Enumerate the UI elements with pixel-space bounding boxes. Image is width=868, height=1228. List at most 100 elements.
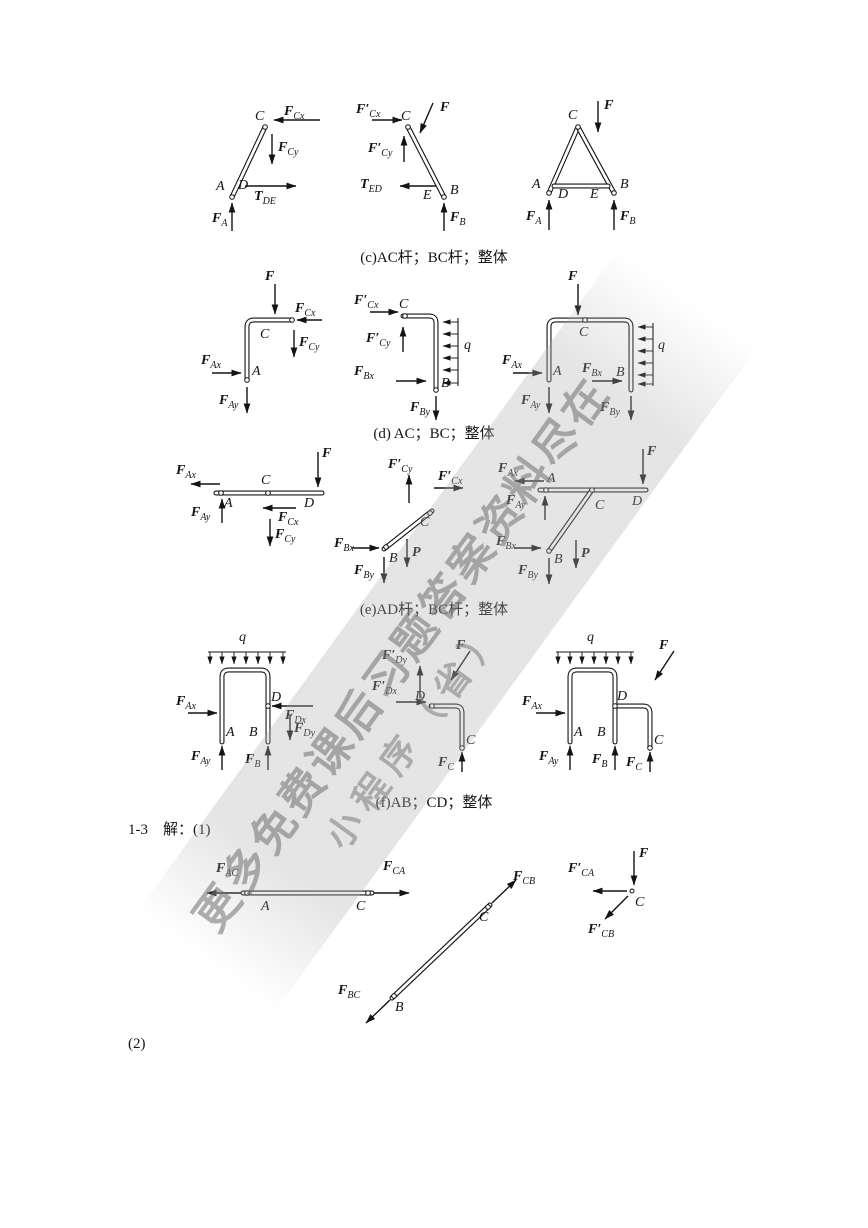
force-label-f: F — [659, 638, 669, 653]
force-label-fbx: FBx — [354, 364, 374, 382]
diagram-f-ab — [188, 651, 313, 770]
force-label-fpcy: F′Cy — [388, 457, 413, 475]
pin-b — [441, 194, 447, 200]
bar-fill — [382, 509, 434, 551]
load-label-q: q — [587, 630, 594, 645]
force-label-f: F — [440, 100, 450, 115]
force-label-fb: FB — [450, 210, 466, 228]
load-label-q: q — [239, 630, 246, 645]
pin-c — [629, 888, 635, 894]
force-label-fpcy: F′Cy — [366, 331, 391, 349]
force-label-f: F — [568, 269, 578, 284]
load-label-q: q — [658, 338, 665, 353]
force-label-p: P — [412, 545, 421, 560]
problem-heading: 1-3 解：(1) — [128, 822, 211, 838]
point-label-b: B — [450, 183, 459, 198]
bar-fill — [429, 704, 464, 750]
caption-d: (d) AC；BC；整体 — [373, 426, 495, 442]
force-label-fcb: FCB — [513, 869, 536, 887]
force-label-fcy: FCy — [278, 140, 299, 158]
force-label-fby: FBy — [410, 400, 430, 418]
force-label-fpcx: F′Cx — [438, 469, 463, 487]
point-label-b: B — [620, 177, 629, 192]
force-label-fbx: FBx — [582, 361, 602, 379]
force-label-f: F — [639, 846, 649, 861]
force-label-fcy: FCy — [275, 527, 296, 545]
diagram-g-bc-bar — [365, 879, 517, 1024]
force-label-f: F — [604, 98, 614, 113]
point-label-a: A — [532, 177, 541, 192]
bar-fill — [401, 314, 438, 392]
point-label-c: C — [399, 297, 409, 312]
point-label-c: C — [466, 733, 476, 748]
force-label-fby: FBy — [600, 400, 620, 418]
diagram-c-ac-rod — [228, 116, 320, 231]
bar-fill — [547, 488, 594, 553]
force-label-fpcx: F′Cx — [356, 102, 381, 120]
pin-c — [405, 124, 411, 130]
force-label-fa: FA — [526, 209, 542, 227]
point-label-c: C — [579, 325, 589, 340]
bar-fill — [547, 318, 633, 392]
force-label-tde: TDE — [254, 189, 276, 207]
load-label-q: q — [464, 338, 471, 353]
pin-c — [365, 890, 371, 896]
pin-a — [543, 487, 549, 493]
arrow-f — [450, 650, 471, 681]
bar-fill — [576, 125, 616, 195]
diagram-c-bc-rod — [372, 102, 448, 231]
force-label-f: F — [456, 638, 466, 653]
caption-e: (e)AD杆；BC杆；整体 — [359, 602, 509, 618]
pin-c — [402, 313, 408, 319]
pin-d — [429, 703, 435, 709]
point-label-b: B — [616, 365, 625, 380]
point-label-c: C — [479, 910, 489, 925]
force-label-fby: FBy — [354, 563, 374, 581]
diagram-g-joint-c — [592, 851, 638, 920]
point-label-b: B — [441, 376, 450, 391]
diagram-e-bc-rod — [352, 474, 464, 584]
force-label-fpca: F′CA — [568, 861, 595, 879]
force-label-fax: FAx — [201, 353, 221, 371]
force-label-fax: FAx — [522, 694, 542, 712]
point-label-c: C — [568, 108, 578, 123]
force-label-fay: FAy — [219, 393, 239, 411]
bar-fill — [245, 318, 294, 382]
bar-fill — [615, 704, 652, 750]
bar-fill — [406, 125, 446, 199]
diagram-g-ac-bar — [206, 889, 410, 897]
point-label-d: D — [271, 690, 282, 705]
point-label-c: C — [635, 895, 645, 910]
diagram-d-bc — [370, 308, 459, 421]
bar-fill — [220, 668, 270, 744]
force-label-fcx: FCx — [295, 301, 316, 319]
point-label-b: B — [395, 1000, 404, 1015]
pin-b — [611, 190, 617, 196]
point-label-a: A — [216, 179, 225, 194]
force-label-fb: FB — [592, 752, 608, 770]
arrow-fcb — [491, 879, 517, 904]
pin-b — [383, 544, 389, 550]
diagram-e-whole — [514, 449, 649, 585]
point-label-c: C — [255, 109, 265, 124]
pin-d — [612, 703, 618, 709]
force-label-fax: FAx — [502, 353, 522, 371]
force-label-fpcy: F′Cy — [368, 141, 393, 159]
force-label-fb: FB — [245, 752, 261, 770]
pin-c — [582, 317, 588, 323]
force-label-fay: FAy — [539, 749, 559, 767]
bar-fill — [547, 125, 580, 195]
point-label-b: B — [554, 552, 563, 567]
part2-label: (2) — [128, 1036, 146, 1052]
pin-a — [218, 490, 224, 496]
force-label-fby: FBy — [518, 563, 538, 581]
pin-c — [575, 124, 581, 130]
diagram-e-ad-rod — [190, 452, 325, 547]
force-label-fbx: FBx — [334, 536, 354, 554]
point-label-c: C — [260, 327, 270, 342]
pin-a — [229, 194, 235, 200]
pin-c — [589, 487, 595, 493]
pin-c — [265, 490, 271, 496]
